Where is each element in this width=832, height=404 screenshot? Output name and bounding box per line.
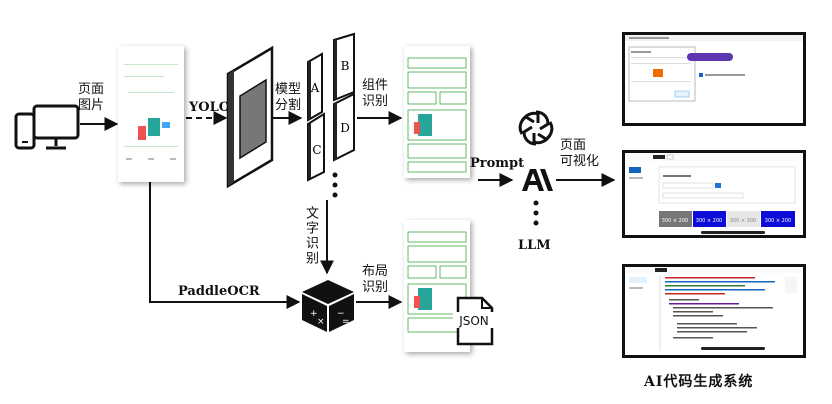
calculator-cube-icon: + × − = [302, 280, 354, 332]
component-card-a: A [307, 52, 323, 122]
component-label-c: C [312, 143, 321, 157]
text-recognition-label: 文字识别 [303, 206, 318, 266]
svg-text:×: × [317, 317, 325, 327]
openai-logo-icon [518, 110, 554, 146]
json-file-icon: JSON [453, 296, 495, 346]
yolo-label: YOLO [189, 100, 231, 115]
output-screenshot-dialog [622, 32, 806, 126]
json-label: JSON [458, 314, 489, 328]
devices-icon [14, 104, 80, 150]
prompt-label: Prompt [470, 156, 525, 171]
component-card-b: B [333, 32, 355, 102]
layout-recognition-label: 布局 识别 [362, 264, 389, 295]
component-card-d: D [333, 92, 355, 162]
component-label-b: B [341, 59, 350, 73]
dialog-screenshot-content [625, 35, 803, 102]
component-card-c: C [307, 112, 325, 182]
preview-tile-label-2: 300 × 200 [696, 218, 722, 224]
recognized-components-page [404, 46, 470, 178]
input-page-image [118, 46, 184, 182]
preview-tile-label-4: 300 × 200 [765, 218, 791, 224]
svg-text:=: = [342, 317, 350, 327]
component-cards: A B C D [307, 32, 355, 182]
svg-text:−: − [337, 309, 345, 319]
arrow-page-to-ocr [149, 175, 301, 309]
page-thumbnail [124, 64, 178, 160]
page-visualize-label: 页面 可视化 [560, 138, 600, 169]
component-recognition-label: 组件 识别 [362, 78, 389, 109]
grid-screenshot-content: 300 × 200 300 × 200 300 × 200 300 × 200 [625, 153, 803, 234]
component-label-d: D [340, 121, 350, 135]
component-label-a: A [310, 81, 320, 95]
recognized-thumbnail [407, 57, 467, 173]
output-screenshot-grid: 300 × 200 300 × 200 300 × 200 300 × 200 [622, 150, 806, 238]
page-image-label: 页面 图片 [78, 82, 105, 113]
paddleocr-label: PaddleOCR [178, 284, 260, 299]
svg-text:+: + [310, 309, 318, 319]
preview-tile-label-1: 300 × 200 [662, 218, 688, 224]
output-screenshot-code [622, 264, 806, 358]
code-lines [659, 275, 775, 351]
system-title: AI代码生成系统 [644, 374, 754, 390]
preview-tile-label-3: 300 × 200 [730, 218, 756, 224]
model-segment-label: 模型 分割 [275, 82, 302, 113]
llm-label: LLM [518, 238, 551, 253]
anthropic-logo-icon [522, 169, 553, 191]
code-screenshot-content [625, 267, 803, 351]
yolo-model-frame [226, 45, 274, 189]
